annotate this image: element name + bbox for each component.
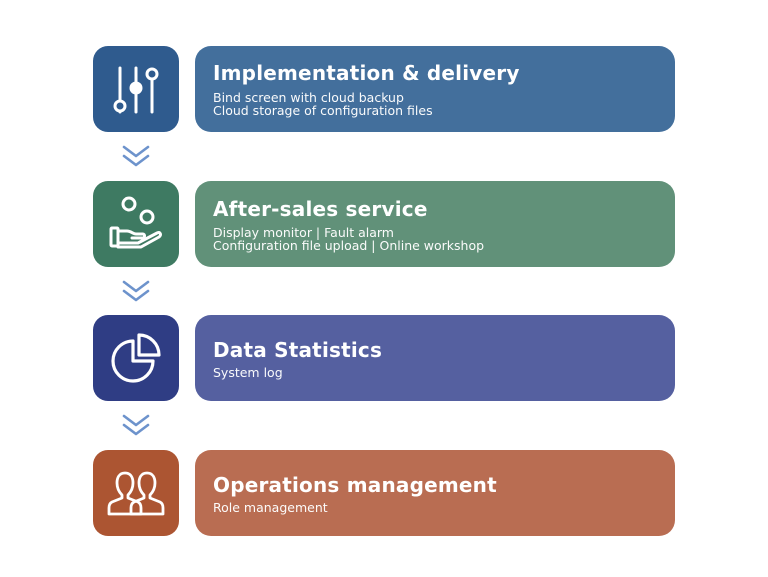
step-after-sales-service: After-sales service Display monitor | Fa… <box>93 181 675 267</box>
step-card: Operations management Role management <box>195 450 675 536</box>
step-title: Implementation & delivery <box>213 61 520 85</box>
users-icon <box>107 471 165 516</box>
step-details: System log <box>213 366 663 379</box>
step-title: Operations management <box>213 472 497 497</box>
step-detail-line: Role management <box>213 499 328 515</box>
sliders-icon <box>113 66 159 114</box>
step-detail-line: Display monitor | Fault alarm <box>213 224 394 240</box>
pie-chart-icon <box>111 333 161 383</box>
step-details: Display monitor | Fault alarm Configurat… <box>213 226 663 252</box>
step-icon-tile <box>93 450 179 536</box>
step-card: Data Statistics System log <box>195 315 675 401</box>
step-detail-line: Configuration file upload | Online works… <box>213 237 485 253</box>
step-details: Role management <box>213 501 663 514</box>
step-implementation-delivery: Implementation & delivery Bind screen wi… <box>93 46 675 132</box>
step-operations-management: Operations management Role management <box>93 450 675 536</box>
step-icon-tile <box>93 181 179 267</box>
step-detail-line: Bind screen with cloud backup <box>213 90 404 105</box>
double-chevron-down-icon <box>121 412 151 438</box>
step-icon-tile <box>93 46 179 132</box>
hand-service-icon <box>109 196 162 249</box>
step-detail-line: System log <box>213 364 283 380</box>
step-title: Data Statistics <box>213 337 383 362</box>
step-card: After-sales service Display monitor | Fa… <box>195 181 675 267</box>
step-title: After-sales service <box>213 196 428 221</box>
double-chevron-down-icon <box>121 278 151 304</box>
step-details: Bind screen with cloud backup Cloud stor… <box>213 91 663 117</box>
step-icon-tile <box>93 315 179 401</box>
step-data-statistics: Data Statistics System log <box>93 315 675 401</box>
step-detail-line: Cloud storage of configuration files <box>213 103 433 118</box>
double-chevron-down-icon <box>121 143 151 169</box>
step-card: Implementation & delivery Bind screen wi… <box>195 46 675 132</box>
